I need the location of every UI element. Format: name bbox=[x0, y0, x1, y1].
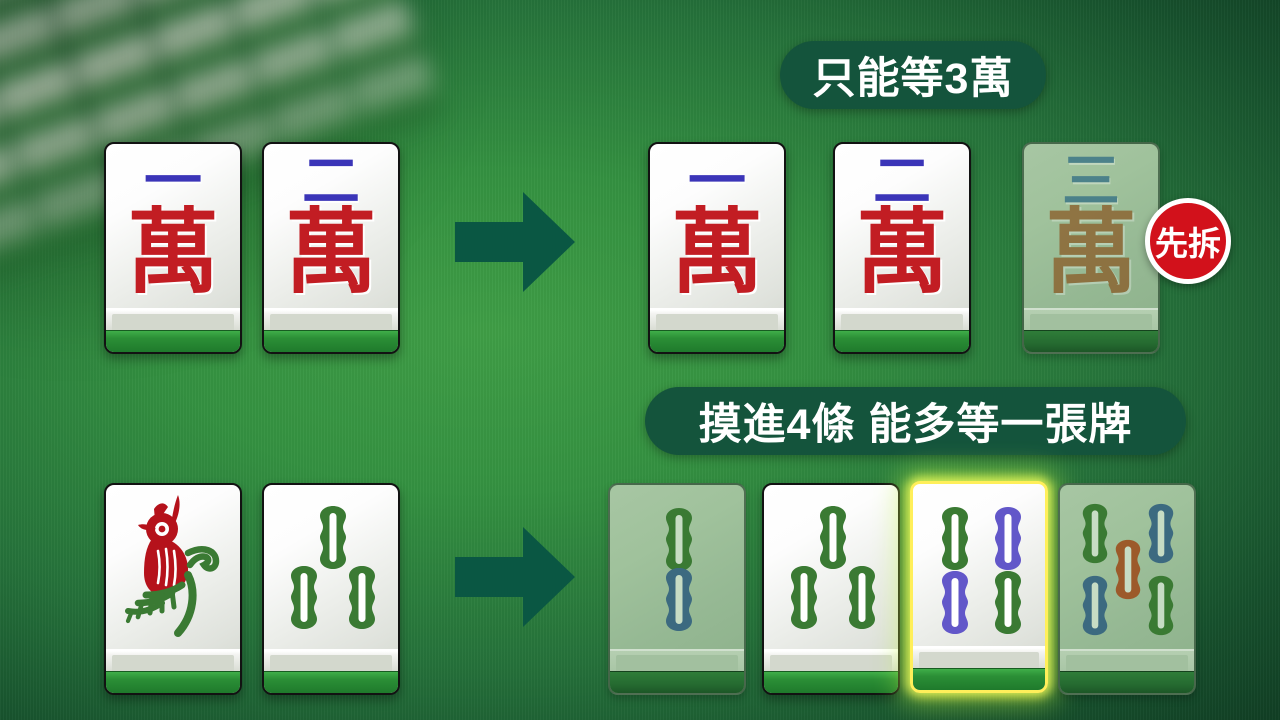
tile-foot bbox=[650, 330, 784, 352]
bamboo-stick bbox=[815, 503, 851, 571]
bamboo-stick bbox=[1111, 537, 1145, 601]
tile-foot bbox=[1024, 330, 1158, 352]
tile-face bbox=[106, 485, 240, 649]
tile-step bbox=[764, 649, 898, 671]
tile-step bbox=[835, 308, 969, 330]
bamboo-stick bbox=[344, 563, 380, 631]
tile-number-glyph: 二 bbox=[872, 147, 931, 215]
bamboo-stick bbox=[990, 504, 1026, 572]
tile-suit-glyph: 萬 bbox=[855, 198, 948, 306]
tile-5-bamboo-dimmed[interactable] bbox=[1058, 483, 1196, 695]
tile-suit-glyph: 萬 bbox=[1044, 198, 1137, 306]
tile-face: 二 萬 bbox=[264, 144, 398, 308]
tile-step bbox=[264, 308, 398, 330]
tile-step bbox=[106, 649, 240, 671]
bamboo-stick bbox=[937, 504, 973, 572]
tile-2-characters-before[interactable]: 二 萬 bbox=[262, 142, 400, 354]
bamboo-stick bbox=[1078, 573, 1112, 637]
tile-foot bbox=[835, 330, 969, 352]
bamboo-stick bbox=[661, 505, 697, 573]
tile-suit-glyph: 萬 bbox=[126, 198, 219, 306]
tile-face bbox=[764, 485, 898, 649]
bamboo-stick bbox=[1078, 501, 1112, 565]
tile-2-characters-after[interactable]: 二 萬 bbox=[833, 142, 971, 354]
blurred-tile-stack-decoration bbox=[0, 0, 506, 401]
tile-foot bbox=[106, 330, 240, 352]
tile-3-characters-dimmed[interactable]: 三 萬 bbox=[1022, 142, 1160, 354]
tile-1-characters-after[interactable]: 一 萬 bbox=[648, 142, 786, 354]
tile-foot bbox=[1060, 671, 1194, 693]
discard-first-stamp-badge[interactable]: 先拆 bbox=[1145, 198, 1231, 284]
tile-face bbox=[1060, 485, 1194, 649]
tile-foot bbox=[106, 671, 240, 693]
tile-foot bbox=[913, 668, 1045, 690]
tile-number-glyph: 一 bbox=[143, 147, 202, 215]
bamboo-stick bbox=[786, 563, 822, 631]
tile-foot bbox=[764, 671, 898, 693]
tile-2-bamboo-dimmed[interactable] bbox=[608, 483, 746, 695]
tile-face: 一 萬 bbox=[106, 144, 240, 308]
bamboo-stick bbox=[661, 565, 697, 633]
bamboo-stick bbox=[1144, 501, 1178, 565]
tile-step bbox=[610, 649, 744, 671]
tile-face bbox=[610, 485, 744, 649]
tile-foot bbox=[610, 671, 744, 693]
bamboo-stick bbox=[844, 563, 880, 631]
tile-1-characters-before[interactable]: 一 萬 bbox=[104, 142, 242, 354]
tile-number-glyph: 二 bbox=[301, 147, 360, 215]
bamboo-stick bbox=[286, 563, 322, 631]
bamboo-bird-icon bbox=[116, 491, 234, 656]
tile-face: 二 萬 bbox=[835, 144, 969, 308]
tile-step bbox=[106, 308, 240, 330]
tile-1-bamboo-bird-before[interactable] bbox=[104, 483, 242, 695]
tile-face bbox=[913, 484, 1045, 646]
tile-step bbox=[1024, 308, 1158, 330]
bamboo-stick bbox=[990, 568, 1026, 636]
tile-step bbox=[913, 646, 1045, 668]
tile-foot bbox=[264, 330, 398, 352]
tile-3-bamboo-after[interactable] bbox=[762, 483, 900, 695]
tile-number-glyph: 三 bbox=[1061, 147, 1120, 215]
deco-tile-row bbox=[0, 0, 385, 119]
tile-4-bamboo-highlighted[interactable] bbox=[910, 481, 1048, 693]
tile-step bbox=[264, 649, 398, 671]
tile-step bbox=[1060, 649, 1194, 671]
bamboo-stick bbox=[315, 503, 351, 571]
deco-tile-row bbox=[0, 0, 365, 65]
tile-face: 三 萬 bbox=[1024, 144, 1158, 308]
tile-face: 一 萬 bbox=[650, 144, 784, 308]
tile-suit-glyph: 萬 bbox=[670, 198, 763, 306]
tile-face bbox=[264, 485, 398, 649]
transform-arrow-bottom bbox=[455, 527, 575, 627]
banner-draw-4-bamboo-extra-wait: 摸進4條 能多等一張牌 bbox=[645, 387, 1186, 455]
tile-step bbox=[650, 308, 784, 330]
bamboo-stick bbox=[937, 568, 973, 636]
bamboo-stick bbox=[1144, 573, 1178, 637]
tile-3-bamboo-before[interactable] bbox=[262, 483, 400, 695]
banner-only-wait-3-characters: 只能等3萬 bbox=[780, 41, 1046, 109]
tile-suit-glyph: 萬 bbox=[284, 198, 377, 306]
tile-foot bbox=[264, 671, 398, 693]
tile-number-glyph: 一 bbox=[687, 147, 746, 215]
transform-arrow-top bbox=[455, 192, 575, 292]
